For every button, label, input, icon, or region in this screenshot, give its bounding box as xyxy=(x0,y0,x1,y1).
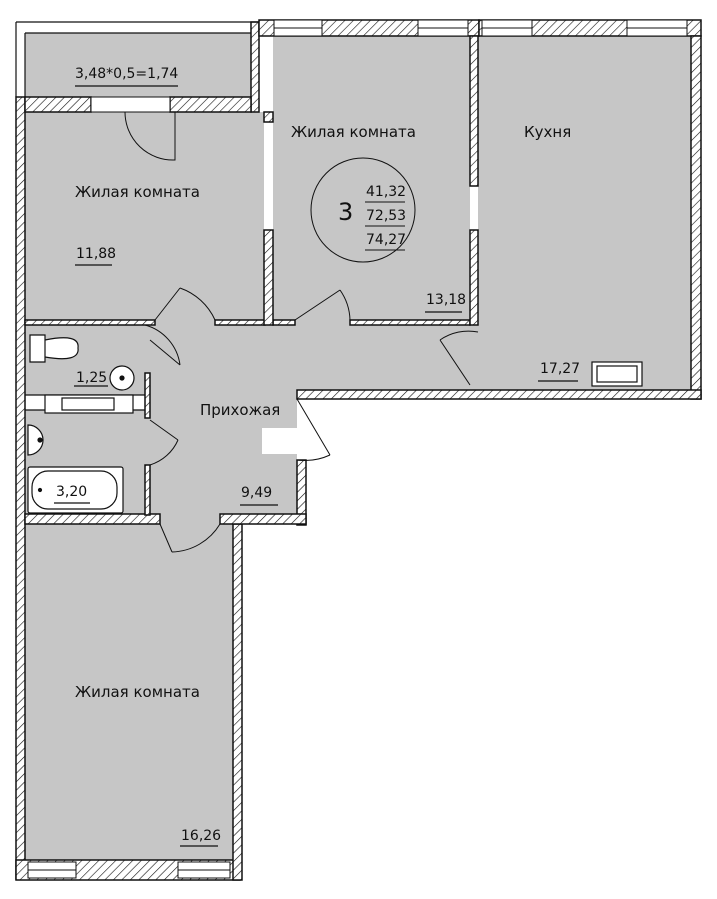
door-kitchen xyxy=(439,330,479,386)
wall-balcony-bottom-b xyxy=(169,96,252,113)
wall-living-left-bottom-a xyxy=(24,319,156,326)
kitchen-floor xyxy=(478,36,691,390)
hall-name: Прихожая xyxy=(200,401,280,419)
wall-kitchen-bottom xyxy=(296,389,702,400)
door-bottom-room xyxy=(159,523,221,553)
area-underlines xyxy=(54,85,578,847)
living-left-area: 11,88 xyxy=(76,246,116,262)
fixtures xyxy=(27,334,643,514)
window-balcony-door xyxy=(90,96,171,113)
living-left-name: Жилая комната xyxy=(75,183,200,201)
toilet-icon xyxy=(29,334,79,363)
wall-left-outer xyxy=(15,96,26,880)
living-center-floor xyxy=(273,36,470,323)
living-center-name: Жилая комната xyxy=(291,123,416,141)
balcony-floor xyxy=(25,33,251,97)
bath-sink-icon xyxy=(27,424,44,456)
floor-areas xyxy=(25,33,691,860)
summary-circle xyxy=(310,157,416,263)
wc-area: 1,25 xyxy=(76,370,107,386)
hall-floor xyxy=(150,320,478,525)
wall-center-bottom-b xyxy=(349,319,471,326)
kitchen-name: Кухня xyxy=(524,123,571,141)
wall-between-left-center-a xyxy=(263,111,274,123)
living-left-floor xyxy=(25,112,264,320)
living-bottom-area: 16,26 xyxy=(181,828,221,844)
rooms-count: 3 xyxy=(338,198,353,226)
living-bottom-name: Жилая комната xyxy=(75,683,200,701)
wall-between-center-kitchen-b xyxy=(469,229,479,326)
balcony-formula: 3,48*0,5=1,74 xyxy=(75,66,178,82)
kitchen-area: 17,27 xyxy=(540,361,580,377)
wall-bath-bottom xyxy=(24,513,161,525)
wall-wc-right xyxy=(144,372,151,419)
wall-balcony-bottom-a xyxy=(24,96,92,113)
doors xyxy=(124,111,479,553)
total-area-with-balcony: 74,27 xyxy=(366,232,406,248)
wall-right-outer xyxy=(690,35,702,400)
door-bath xyxy=(149,419,179,466)
wall-bath-right xyxy=(144,464,151,516)
door-wc xyxy=(144,324,181,366)
total-area: 72,53 xyxy=(366,208,406,224)
wall-balcony-right xyxy=(250,21,260,113)
living-area-total: 41,32 xyxy=(366,184,406,200)
hall-area: 9,49 xyxy=(241,485,272,501)
wall-living-left-bottom-b xyxy=(214,319,266,326)
windows xyxy=(27,19,688,879)
door-living-left xyxy=(154,287,216,321)
living-center-area: 13,18 xyxy=(426,292,466,308)
entrance-niche xyxy=(262,428,297,454)
living-bottom-floor xyxy=(25,524,233,860)
door-balcony xyxy=(124,111,176,161)
bathroom-area: 3,20 xyxy=(56,484,87,500)
door-living-center xyxy=(294,289,351,321)
wall-between-center-kitchen-a xyxy=(469,35,479,187)
door-entrance xyxy=(296,398,331,461)
wall-right-of-bottom-room xyxy=(232,523,243,881)
wall-between-left-center-b xyxy=(263,229,274,326)
wall-center-bottom-a xyxy=(272,319,296,326)
wall-hall-bottom xyxy=(219,513,307,525)
